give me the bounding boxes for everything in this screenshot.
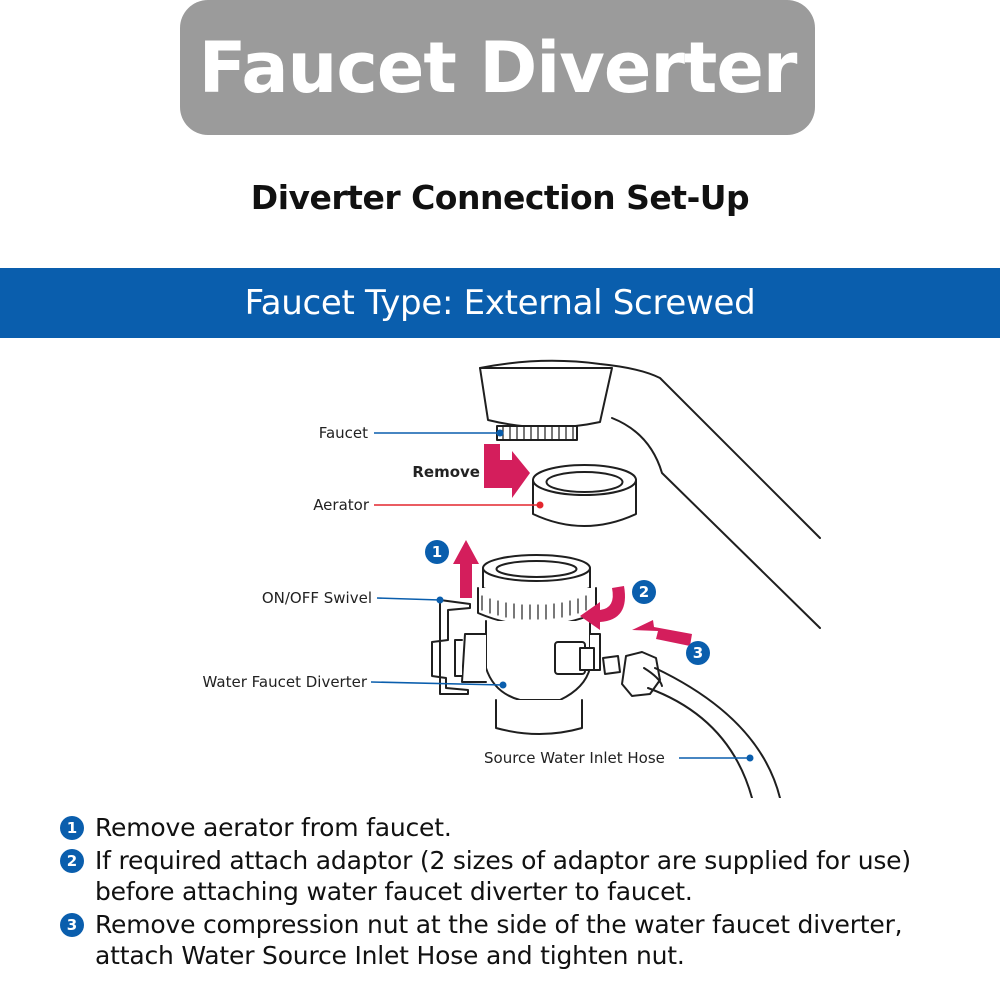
- label-swivel: ON/OFF Swivel: [262, 589, 372, 607]
- marker-3: 3: [693, 644, 703, 662]
- inlet-hose: [654, 667, 781, 798]
- label-faucet: Faucet: [319, 424, 368, 442]
- rotate-arrow-2: [580, 586, 625, 630]
- marker-1: 1: [432, 543, 442, 561]
- hose-fitting: [602, 651, 781, 798]
- list-item: 3 Remove compression nut at the side of …: [60, 909, 980, 971]
- remove-arrow: [484, 444, 530, 498]
- step-number: 2: [60, 849, 84, 873]
- label-hose: Source Water Inlet Hose: [484, 749, 665, 767]
- diverter-diagram: 1 2 3 Faucet Remove Aerator ON/OFF Swive…: [203, 359, 821, 798]
- step-text: Remove compression nut at the side of th…: [95, 910, 903, 970]
- page-title: Faucet Diverter: [198, 26, 798, 109]
- up-arrow-1: [453, 540, 479, 598]
- label-aerator: Aerator: [313, 496, 370, 514]
- step-text: Remove aerator from faucet.: [95, 813, 452, 842]
- faucet-head: [479, 367, 613, 429]
- push-arrow-3: [632, 620, 692, 646]
- title-banner: Faucet Diverter: [180, 0, 815, 135]
- step-text: If required attach adaptor (2 sizes of a…: [95, 846, 911, 906]
- list-item: 1 Remove aerator from faucet.: [60, 812, 980, 843]
- faucet-type-band: Faucet Type: External Screwed: [0, 268, 1000, 338]
- faucet-thread: [496, 425, 578, 441]
- aerator-ring: [532, 464, 637, 527]
- step-number: 1: [60, 816, 84, 840]
- swivel-handle: [431, 599, 487, 695]
- instruction-list: 1 Remove aerator from faucet. 2 If requi…: [60, 812, 980, 973]
- subtitle: Diverter Connection Set-Up: [250, 178, 750, 217]
- label-remove: Remove: [412, 463, 480, 481]
- marker-2: 2: [639, 583, 649, 601]
- faucet-spout: [479, 359, 821, 539]
- label-diverter: Water Faucet Diverter: [203, 673, 368, 691]
- faucet-type-label: Faucet Type: External Screwed: [244, 283, 756, 323]
- diverter-body: [477, 554, 601, 735]
- list-item: 2 If required attach adaptor (2 sizes of…: [60, 845, 980, 907]
- step-number: 3: [60, 913, 84, 937]
